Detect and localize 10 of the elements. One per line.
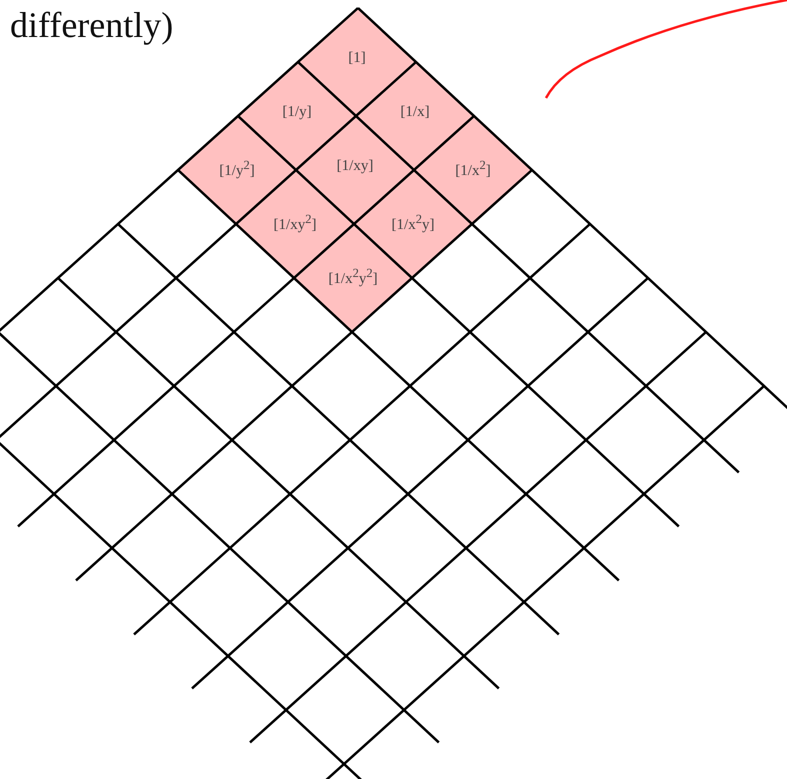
cell-label: [1/x$^{2}$y] <box>390 212 436 234</box>
cell-label: [1] <box>347 50 367 67</box>
cell-label: [1/x] <box>399 104 431 121</box>
cell-label: [1/xy] <box>336 158 374 175</box>
cell-label: [1/x$^{2}$] <box>454 158 492 180</box>
cell-label: [1/y] <box>281 104 313 121</box>
cell-label: [1/xy$^{2}$] <box>272 212 318 234</box>
cell-label: [1/y$^{2}$] <box>218 158 256 180</box>
cell-label: [1/x$^{2}$y$^{2}$] <box>327 266 379 288</box>
text-fragment: differently) <box>10 4 174 46</box>
